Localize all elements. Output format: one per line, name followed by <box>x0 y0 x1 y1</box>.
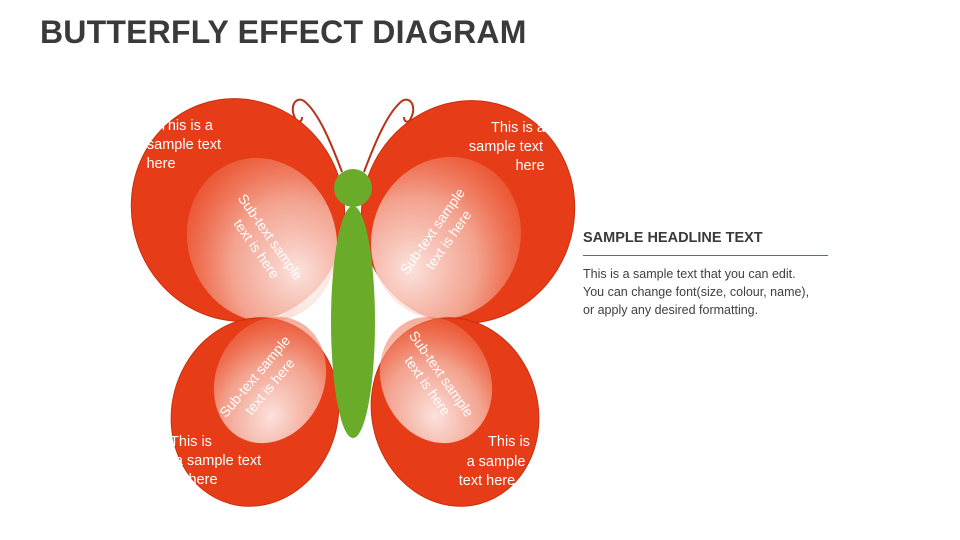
side-panel: SAMPLE HEADLINE TEXT This is a sample te… <box>583 230 828 319</box>
wing-bottom-right <box>370 316 540 507</box>
headline: SAMPLE HEADLINE TEXT <box>583 230 828 256</box>
wing-text-top-right: This is a sample text here <box>469 120 549 174</box>
butterfly-head <box>334 169 372 207</box>
wing-inner-top-right <box>371 156 521 320</box>
wing-top-left <box>130 98 346 322</box>
body-line: or apply any desired formatting. <box>583 303 759 317</box>
body-line: You can change font(size, colour, name), <box>583 285 810 299</box>
wing-inner-bottom-left <box>213 316 327 444</box>
body-text: This is a sample text that you can edit.… <box>583 265 828 319</box>
wing-text-bottom-right: This is a sample text here <box>459 434 534 489</box>
wing-bottom-left <box>170 316 340 507</box>
wing-inner-top-left <box>186 158 338 322</box>
wing-text-bottom-left: This is a sample text here <box>170 434 265 488</box>
page-title: BUTTERFLY EFFECT DIAGRAM <box>40 14 527 50</box>
right-antenna <box>363 98 415 173</box>
butterfly-thorax <box>331 206 375 438</box>
wing-text-top-left: This is a sample text here <box>146 118 225 172</box>
butterfly-body <box>331 169 375 438</box>
wing-inner-bottom-right <box>379 316 493 444</box>
body-line: This is a sample text that you can edit. <box>583 267 796 281</box>
